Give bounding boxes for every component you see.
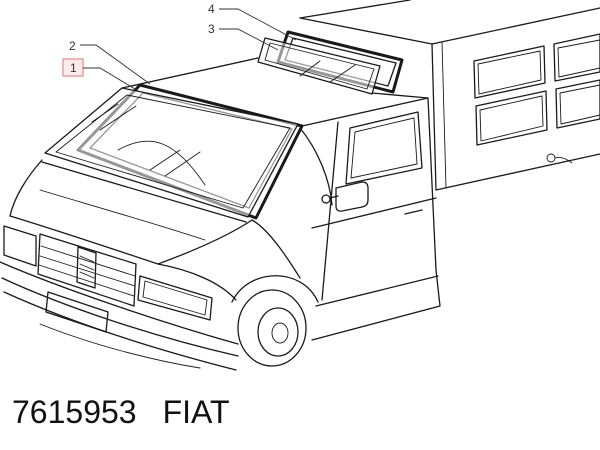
- grille-outline: [37, 233, 137, 307]
- box-emblem-tail: [554, 157, 573, 164]
- callout-4-label[interactable]: 4: [208, 2, 215, 16]
- callout-1-label[interactable]: 1: [70, 61, 77, 75]
- grille-badge-bar: [79, 255, 95, 263]
- a-pillar-line: [299, 127, 333, 206]
- glass-reflection-mark: [99, 105, 137, 131]
- windscreen-glass-outer: [44, 87, 299, 218]
- brand-name: FIAT: [162, 394, 230, 430]
- callout-2[interactable]: 2: [69, 39, 151, 85]
- box-panel-inner: [557, 39, 600, 78]
- sill-line: [315, 275, 439, 307]
- rear-window-glass: [257, 37, 381, 95]
- front-end: [0, 159, 301, 371]
- door-window-inner: [350, 117, 418, 179]
- glass-reflection-mark: [164, 151, 201, 177]
- grille-slat: [40, 245, 136, 277]
- callout-3[interactable]: 3: [208, 22, 279, 51]
- wiper-sweep-line: [117, 140, 206, 186]
- door-front-edge: [321, 121, 339, 301]
- bumper-bottom: [3, 291, 237, 371]
- part-number: 7615953: [12, 394, 137, 430]
- callout-1-leader: [83, 67, 141, 93]
- box-panel-inner: [477, 50, 542, 95]
- rear-glass-reflection-mark: [329, 64, 356, 83]
- box-roof-far-edge: [299, 0, 411, 19]
- hood-left-edge: [9, 159, 43, 217]
- cowl-line: [41, 161, 247, 223]
- box-panel-outer: [475, 90, 548, 146]
- callout-2-leader: [80, 44, 151, 85]
- grille-slat: [38, 264, 135, 297]
- box-corner-edge: [431, 43, 437, 191]
- cab: [121, 57, 441, 341]
- hood-front-edge: [9, 215, 159, 265]
- roof-left-edge: [121, 57, 259, 89]
- belt-line: [311, 197, 437, 229]
- callout-3-label[interactable]: 3: [208, 22, 215, 36]
- callout-2-label[interactable]: 2: [69, 39, 76, 53]
- hood-right-edge: [157, 219, 253, 265]
- grille-badge: [76, 246, 97, 289]
- hood-crease: [39, 189, 206, 241]
- bumper-top: [0, 261, 239, 345]
- roof-rear-edge: [371, 92, 429, 99]
- box-panel-outer: [555, 79, 600, 129]
- bumper-mid: [1, 277, 239, 357]
- front-corner: [157, 263, 237, 301]
- windscreen-glass: [44, 87, 299, 218]
- cargo-box: [299, 0, 600, 191]
- glass-reflection-mark: [149, 149, 181, 171]
- callout-4-leader: [219, 8, 297, 41]
- mirror-arm: [329, 195, 339, 199]
- headlight-far: [3, 225, 37, 267]
- mirror-head: [335, 181, 369, 212]
- wheel-arch: [231, 275, 319, 303]
- front-wheel: [231, 275, 319, 367]
- callout-4[interactable]: 4: [208, 2, 297, 41]
- callout-1[interactable]: 1: [62, 58, 141, 93]
- door-window: [345, 111, 423, 185]
- box-side-bottom-edge: [435, 153, 600, 191]
- rocker-line: [311, 305, 441, 341]
- callout-1-highlight-box[interactable]: [62, 58, 84, 77]
- rear-glass-reflection-mark: [299, 60, 321, 77]
- box-corner-edge-inner: [441, 41, 447, 189]
- tire: [237, 289, 307, 367]
- rear-lower-edge: [435, 269, 441, 307]
- callout-3-leader: [219, 28, 279, 51]
- grille-badge-bar: [79, 271, 95, 279]
- box-emblem-icon: [546, 153, 556, 163]
- box-side-top-edge: [431, 7, 600, 45]
- box-panel-inner: [479, 95, 544, 142]
- front-lower-lip: [39, 323, 201, 369]
- mirror-mount: [321, 194, 331, 204]
- door-handle: [404, 209, 423, 215]
- rear-glass-inner: [264, 42, 375, 90]
- roof-side-edge: [301, 97, 429, 127]
- glass-reflection-mark: [91, 103, 119, 123]
- headlight-near-inner: [142, 280, 208, 316]
- wheel-hub: [257, 307, 299, 357]
- box-front-top-edge: [299, 17, 433, 45]
- box-panel-inner: [559, 84, 600, 125]
- license-plate: [45, 291, 109, 333]
- grille-badge-bar: [79, 263, 95, 271]
- grille-slat: [39, 255, 136, 287]
- box-panel-outer: [553, 33, 600, 82]
- headlight-near: [137, 275, 213, 321]
- fender-line: [251, 219, 301, 279]
- wheel-hub-center: [271, 322, 289, 344]
- box-panel-outer: [473, 45, 546, 99]
- rear-glass-outer: [257, 37, 381, 95]
- cab-rear-edge: [427, 97, 437, 271]
- side-mirror: [321, 181, 369, 212]
- part-caption: 7615953 FIAT: [12, 394, 230, 430]
